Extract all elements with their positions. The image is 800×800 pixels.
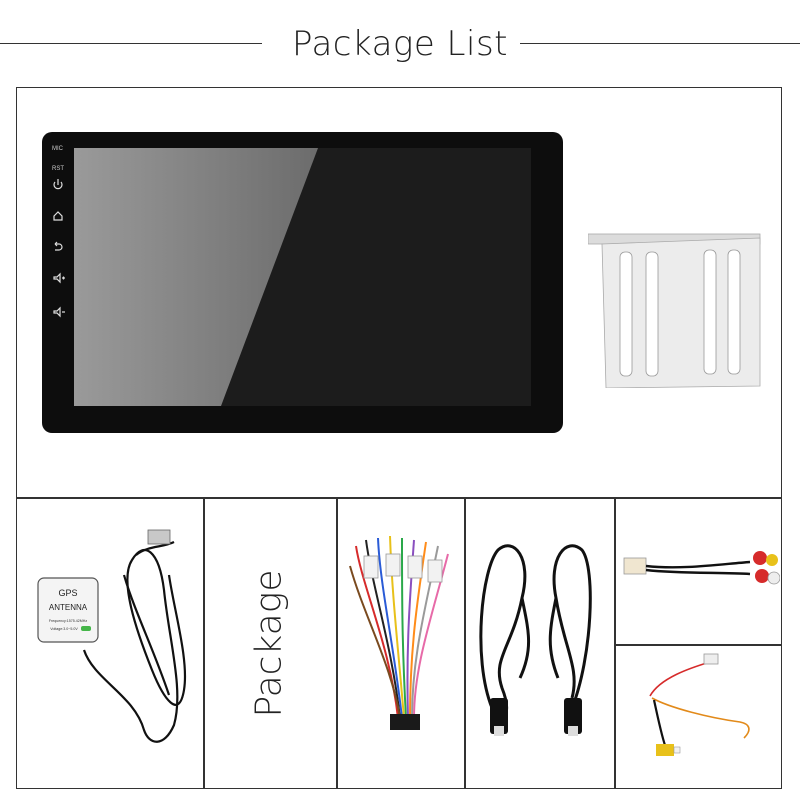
camera-wire-red bbox=[649, 661, 711, 697]
package-label-cell: Package bbox=[205, 500, 333, 786]
gps-connector bbox=[147, 529, 171, 545]
gps-label: GPS bbox=[58, 588, 77, 598]
divider-col-2 bbox=[336, 497, 338, 789]
gps-cable bbox=[82, 541, 187, 743]
wiring-harness-image bbox=[349, 535, 449, 730]
gps-antenna-image: GPS ANTENNA Frequency:1575.42MHz Voltage… bbox=[37, 529, 187, 743]
harness-main-plug bbox=[390, 714, 420, 730]
bracket-slot-4 bbox=[727, 249, 741, 375]
power-icon bbox=[53, 179, 63, 190]
antenna-label: ANTENNA bbox=[49, 603, 88, 612]
head-unit-image: MIC RST bbox=[42, 132, 563, 433]
camera-cable-image bbox=[649, 653, 750, 756]
usb-cable-right bbox=[548, 544, 592, 709]
divider-col-3 bbox=[464, 497, 466, 789]
camera-connector-tip bbox=[673, 746, 681, 754]
rca-cable-line-2 bbox=[645, 568, 751, 576]
harness-connector-1 bbox=[363, 555, 379, 579]
rca-plug-block bbox=[623, 557, 647, 575]
divider-col-1 bbox=[203, 497, 205, 789]
rst-label: RST bbox=[52, 166, 64, 172]
gps-frequency-label: Frequency:1575.42MHz bbox=[49, 619, 88, 623]
volume-down-icon bbox=[53, 306, 65, 318]
screen-glare bbox=[74, 148, 318, 406]
divider-horizontal-main bbox=[16, 497, 782, 499]
camera-plug bbox=[703, 653, 719, 665]
usb-plug-left bbox=[490, 698, 508, 734]
gps-voltage-badge bbox=[81, 626, 91, 631]
rca-white-jack bbox=[767, 571, 780, 585]
camera-connector bbox=[656, 744, 674, 756]
rca-yellow-jack bbox=[766, 554, 778, 566]
volume-up-icon bbox=[53, 272, 65, 284]
page-title: Package List bbox=[0, 22, 800, 66]
rca-red-jack-2 bbox=[755, 569, 769, 583]
gps-voltage-label: Voltage:3.0~5.0V bbox=[50, 627, 78, 631]
harness-connector-2 bbox=[385, 553, 401, 577]
mic-label: MIC bbox=[52, 146, 64, 152]
bracket-slot-2 bbox=[645, 251, 659, 377]
camera-wire-orange bbox=[651, 697, 750, 739]
bracket-slot-1 bbox=[619, 251, 633, 377]
title-rule-right bbox=[482, 43, 800, 44]
camera-wire-black bbox=[652, 699, 668, 749]
rca-red-jack-1 bbox=[753, 551, 767, 565]
divider-right-cell bbox=[614, 644, 782, 646]
title-rule-left bbox=[0, 43, 262, 44]
usb-socket-left bbox=[494, 726, 504, 736]
harness-connector-4 bbox=[427, 559, 443, 583]
harness-connector-3 bbox=[407, 555, 423, 579]
package-label: Package bbox=[248, 569, 290, 717]
bracket-plate bbox=[601, 237, 761, 388]
mounting-bracket-image bbox=[588, 233, 761, 388]
usb-cables-image bbox=[479, 544, 592, 736]
package-frame bbox=[16, 87, 782, 789]
usb-plug-right bbox=[564, 698, 582, 734]
rca-cable-image bbox=[623, 551, 780, 585]
divider-col-4 bbox=[614, 497, 616, 789]
bracket-slot-3 bbox=[703, 249, 717, 375]
rca-cable-line bbox=[645, 560, 751, 569]
home-icon bbox=[53, 211, 63, 221]
usb-socket-right bbox=[568, 726, 578, 736]
usb-cable-left bbox=[479, 544, 530, 717]
back-icon bbox=[54, 241, 63, 251]
